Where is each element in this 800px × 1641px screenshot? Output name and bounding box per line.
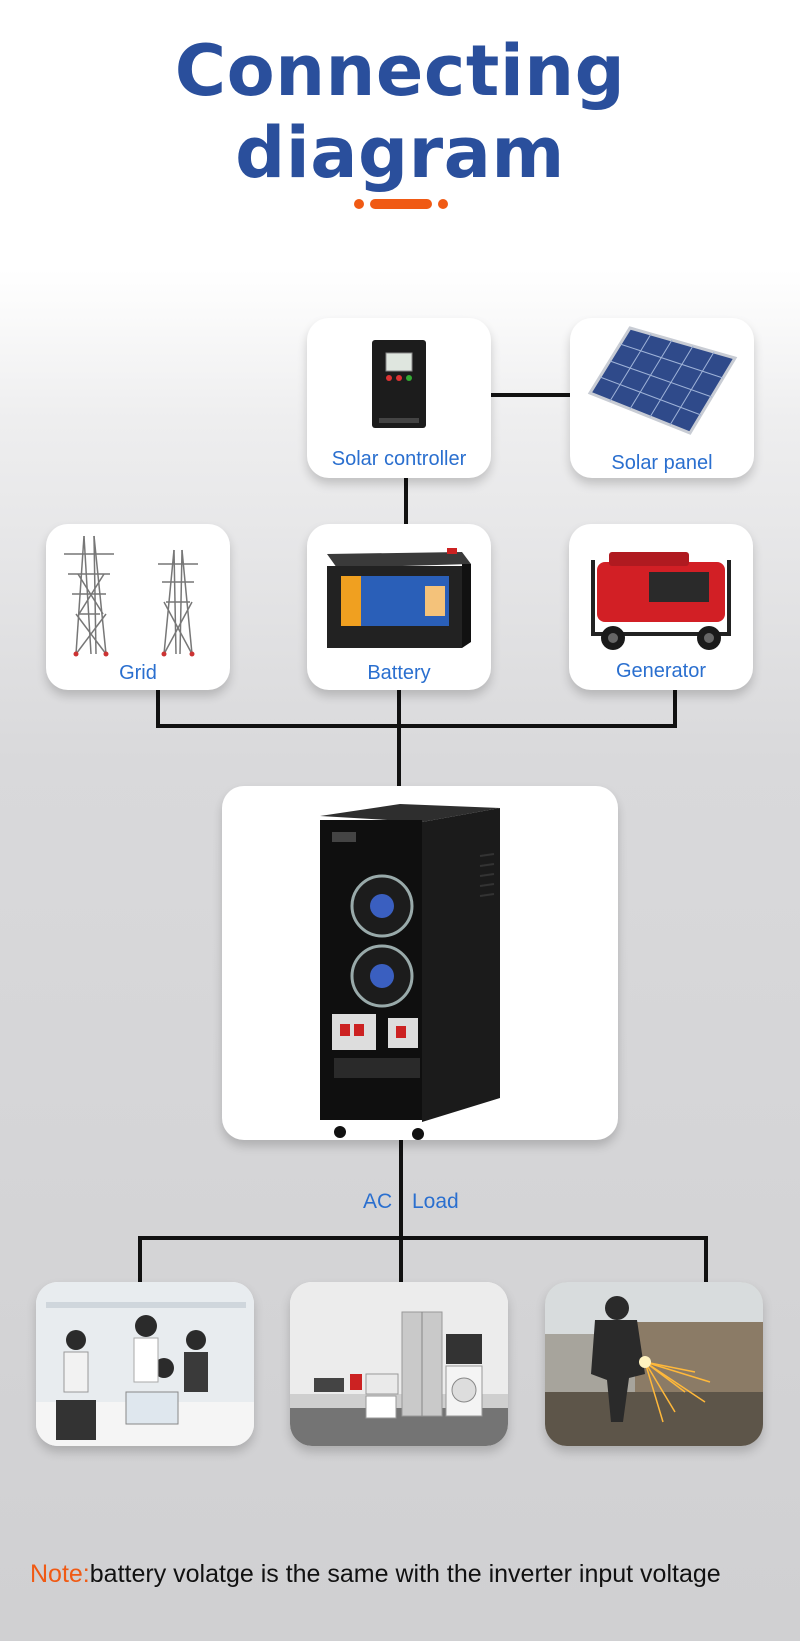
footer-note: Note:battery volatge is the same with th…	[30, 1560, 721, 1589]
note-prefix: Note:	[30, 1560, 90, 1588]
power-tower-icon	[64, 535, 198, 657]
line-battery-down	[397, 690, 401, 786]
battery-card: Battery	[307, 524, 491, 690]
grid-label: Grid	[119, 662, 157, 684]
line-inverter-down	[399, 1140, 403, 1282]
inverter-card	[222, 786, 618, 1140]
decor-bar	[370, 199, 432, 209]
solar-controller-card: Solar controller	[307, 318, 491, 478]
grid-card: Grid	[46, 524, 230, 690]
line-input-bus	[156, 724, 677, 728]
battery-label: Battery	[367, 662, 431, 684]
welder-photo	[545, 1282, 763, 1446]
decor-dot-right	[438, 199, 448, 209]
load-label: Load	[412, 1190, 459, 1213]
ac-label: AC	[363, 1190, 393, 1213]
solar-panel-label: Solar panel	[611, 452, 713, 474]
solar-panel-card: Solar panel	[570, 318, 754, 478]
line-load-bus	[138, 1236, 708, 1240]
generator-label: Generator	[615, 660, 707, 682]
solar-panel-icon	[587, 326, 738, 435]
generator-card: Generator	[569, 524, 753, 690]
line-load-right	[704, 1236, 708, 1282]
load-photo-office	[36, 1282, 254, 1446]
inverter-cabinet-icon	[320, 804, 500, 1140]
decor-dot-left	[354, 199, 364, 209]
home-appliances-photo	[290, 1282, 508, 1446]
solar-controller-label: Solar controller	[331, 448, 467, 470]
office-workers-photo	[36, 1282, 254, 1446]
line-load-left	[138, 1236, 142, 1282]
page-title: Connecting diagram	[174, 30, 626, 194]
line-generator-down	[673, 690, 677, 728]
line-grid-down	[156, 690, 160, 728]
solar-controller-icon	[372, 340, 426, 428]
line-controller-battery	[404, 478, 408, 526]
generator-icon	[591, 552, 731, 650]
line-controller-panel	[490, 393, 570, 397]
load-photo-welder	[545, 1282, 763, 1446]
note-text: battery volatge is the same with the inv…	[89, 1560, 721, 1588]
battery-icon	[327, 548, 471, 648]
load-photo-appliances	[290, 1282, 508, 1446]
